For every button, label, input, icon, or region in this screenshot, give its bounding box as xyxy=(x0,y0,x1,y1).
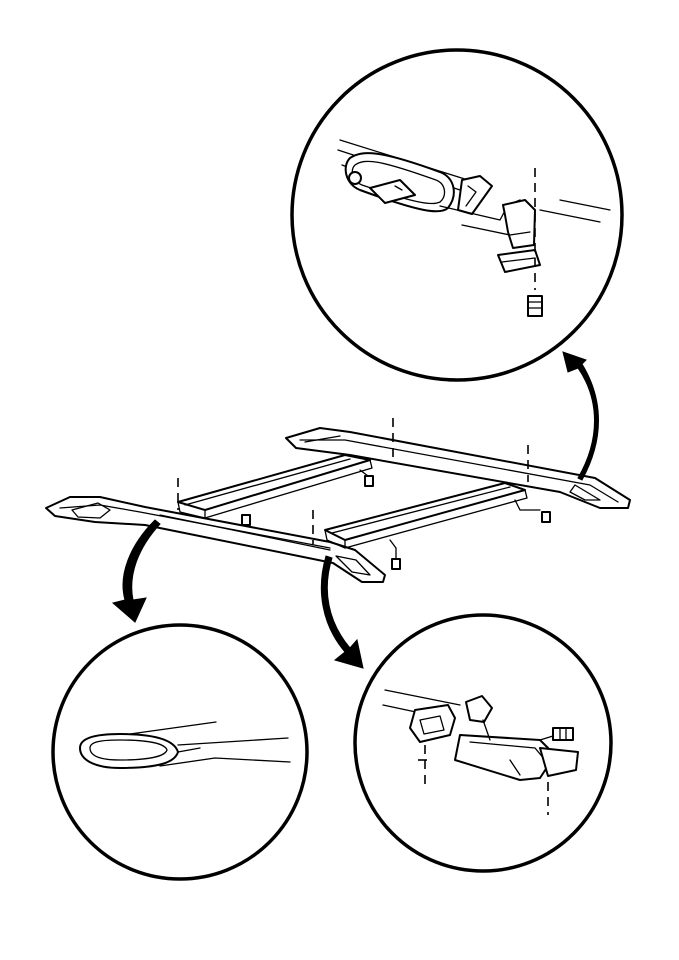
near-side-rail xyxy=(45,496,386,583)
screw-icon xyxy=(364,475,374,487)
crossbar-left xyxy=(177,454,373,519)
callout-arrow-right xyxy=(320,555,364,669)
callout-arrow-up xyxy=(562,351,599,481)
roof-rack-assembly xyxy=(45,418,631,583)
screw-icon xyxy=(527,295,543,317)
detail-circle-bottom-right xyxy=(353,613,613,873)
far-side-rail xyxy=(285,427,631,509)
screw-icon xyxy=(241,514,251,526)
fastener-markers xyxy=(177,418,551,570)
crossbar-right xyxy=(324,482,541,549)
detail-circle-top xyxy=(290,48,624,382)
screw-icon xyxy=(541,511,551,523)
detail-circle-bottom-left xyxy=(51,623,309,881)
screw-icon xyxy=(391,558,401,570)
callout-arrow-left xyxy=(111,519,161,623)
screw-icon xyxy=(552,727,574,741)
